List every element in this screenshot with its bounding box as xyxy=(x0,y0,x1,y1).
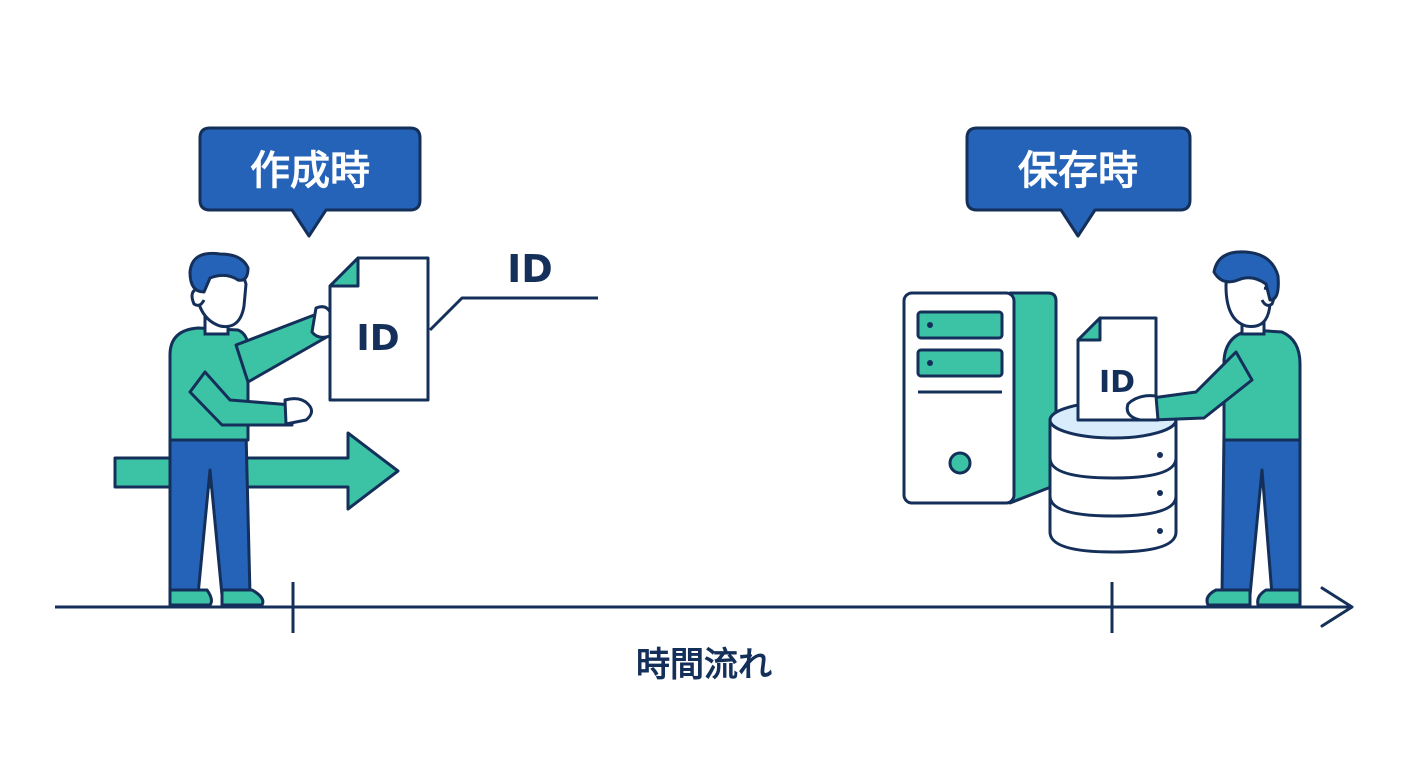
callout-creation: 作成時 xyxy=(198,126,422,238)
timeline-label: 時間流れ xyxy=(636,645,772,685)
right-document-icon: ID xyxy=(1076,316,1158,422)
right-document-id-label: ID xyxy=(1099,365,1135,400)
callout-save-label: 保存時 xyxy=(1018,148,1138,194)
left-document-id-label: ID xyxy=(356,318,399,359)
left-hand-on-document xyxy=(310,305,332,339)
callout-save: 保存時 xyxy=(965,126,1192,238)
server-drive-bay-2 xyxy=(916,348,1004,378)
server-drive-bay-1 xyxy=(916,310,1004,340)
server-power-button-icon xyxy=(948,451,972,475)
database-cylinder-icon xyxy=(1048,400,1178,554)
id-floating-label: ID xyxy=(507,247,553,291)
left-document-icon: ID xyxy=(328,256,430,402)
id-leader-line xyxy=(428,296,598,332)
right-person-icon xyxy=(1125,250,1302,607)
timeline xyxy=(55,582,1354,633)
forward-arrow-icon xyxy=(113,431,400,511)
timeline-arrowhead-icon xyxy=(1320,586,1354,628)
left-person-icon xyxy=(168,251,334,607)
server-tower-icon xyxy=(902,291,1058,505)
callout-creation-label: 作成時 xyxy=(250,148,370,194)
